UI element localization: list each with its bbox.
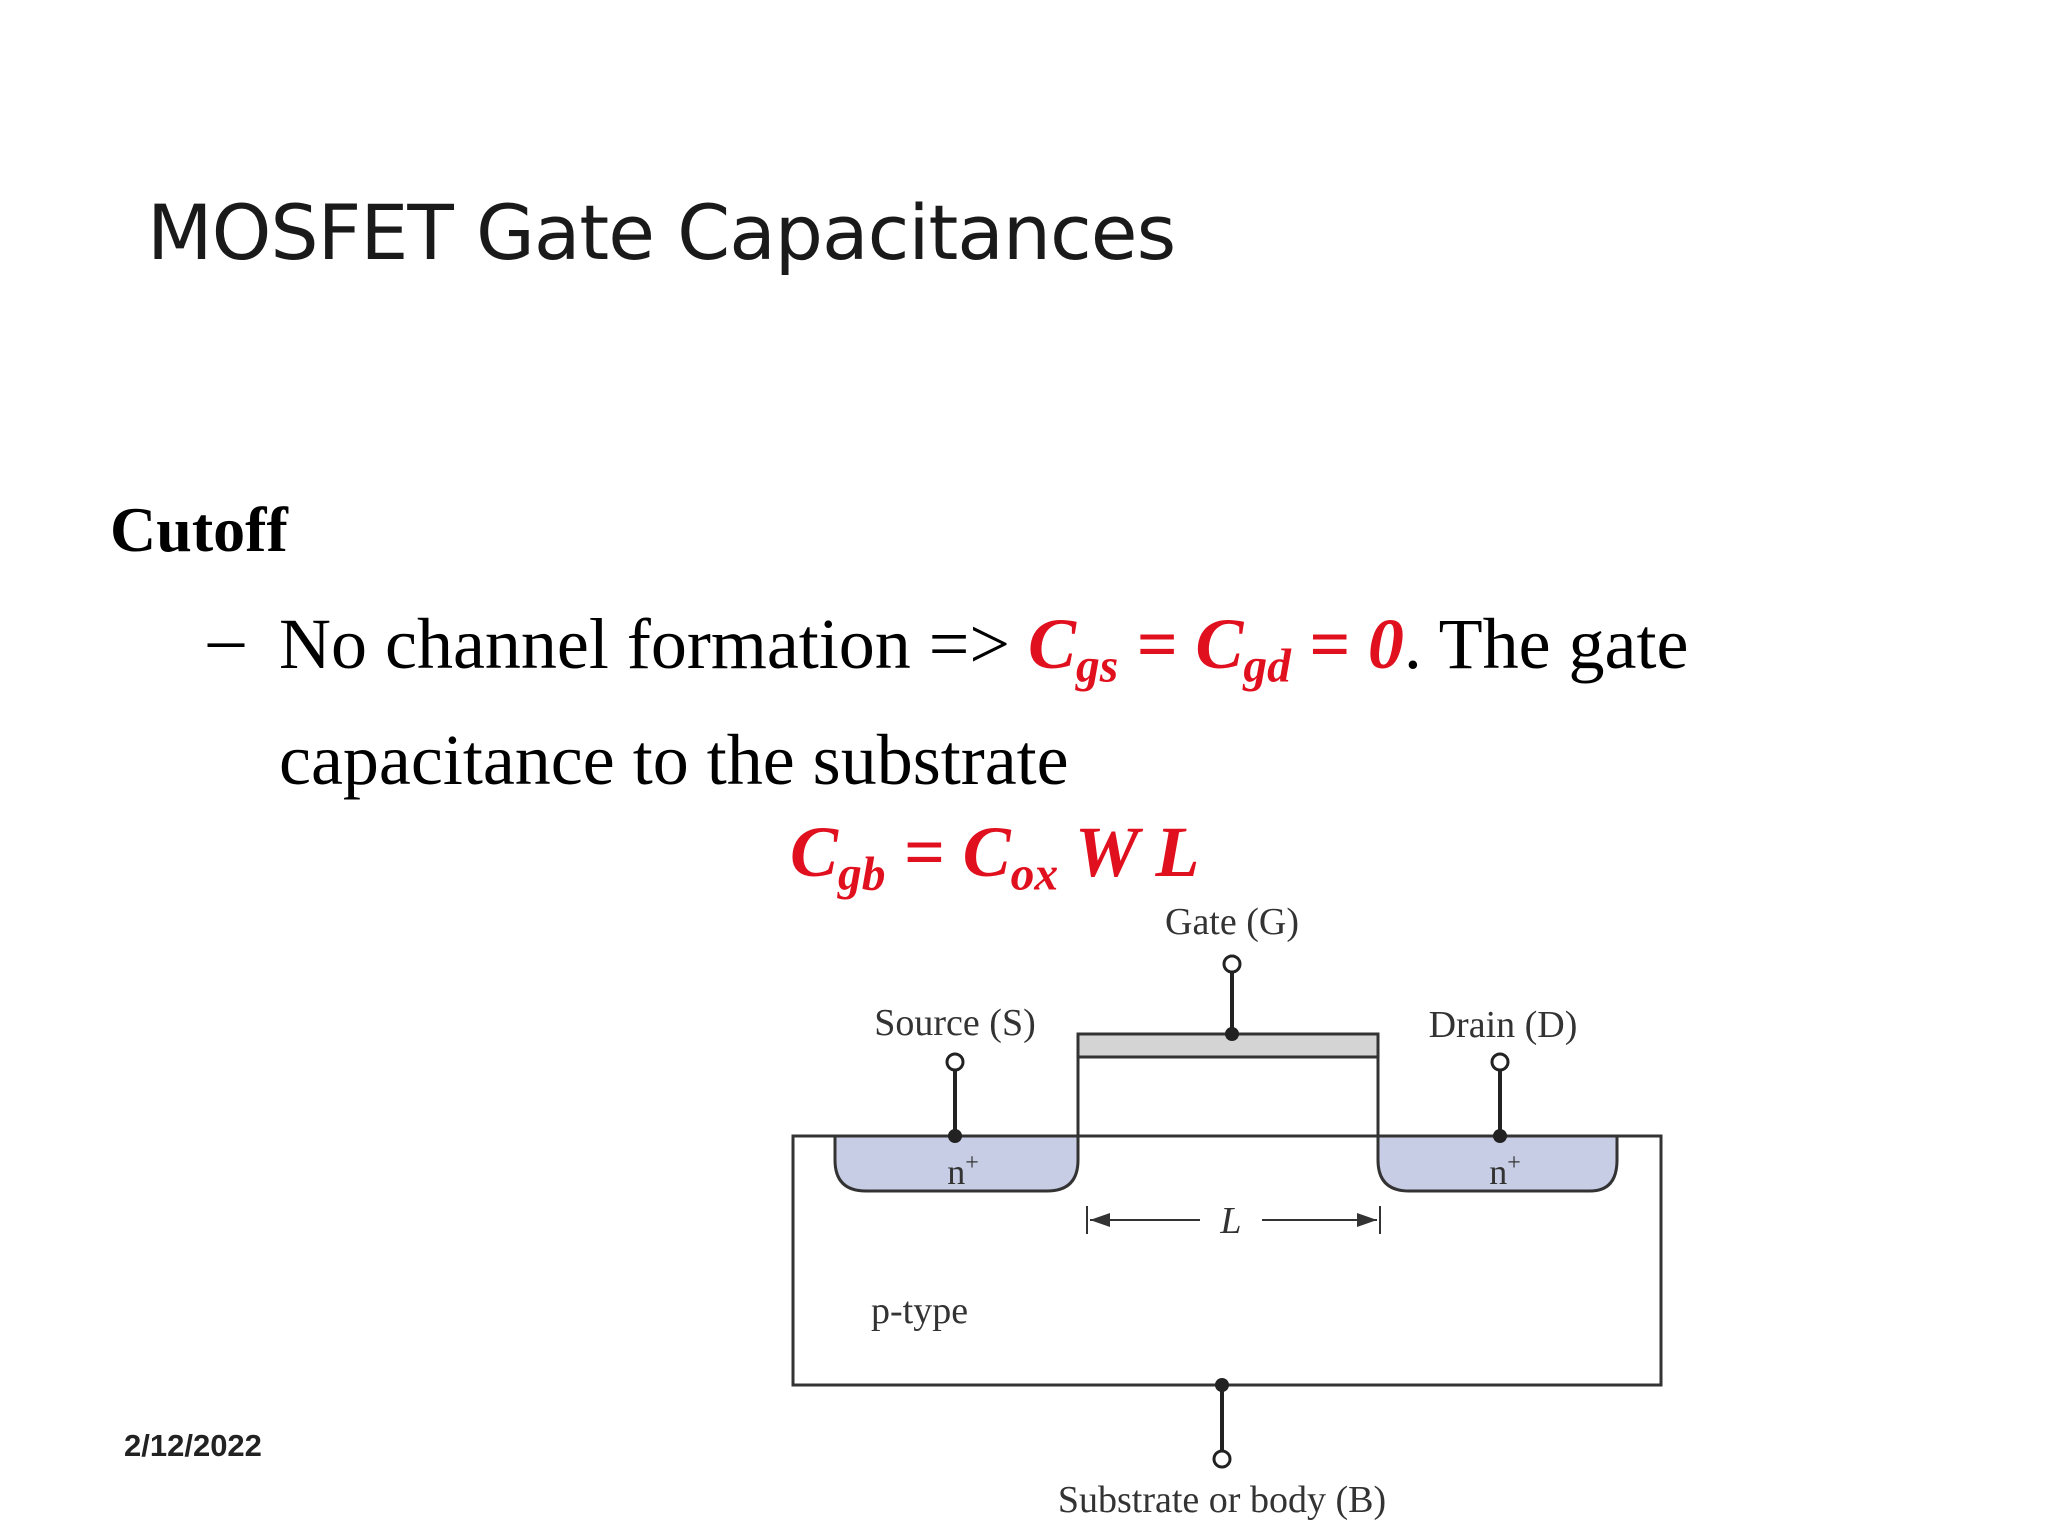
- cgd-symbol: Cgd: [1195, 604, 1291, 693]
- equals-sign-1: =: [1118, 604, 1196, 684]
- length-arrow-right: [1357, 1213, 1377, 1227]
- bullet-text: No channel formation => Cgs = Cgd = 0. T…: [279, 597, 1839, 807]
- source-label: Source (S): [874, 1002, 1035, 1044]
- cgs-symbol: Cgs: [1028, 604, 1119, 693]
- channel-length-label: L: [1219, 1200, 1241, 1242]
- gate-label: Gate (G): [1165, 901, 1299, 943]
- section-heading: Cutoff: [110, 494, 288, 565]
- body-terminal: [1212, 1449, 1232, 1469]
- source-n-well: [833, 1134, 1080, 1193]
- length-arrow-left: [1090, 1213, 1110, 1227]
- body-label: Substrate or body (B): [1058, 1479, 1386, 1521]
- slide-date: 2/12/2022: [124, 1428, 262, 1463]
- drain-n-well: [1376, 1134, 1619, 1193]
- drain-terminal: [1490, 1052, 1510, 1072]
- gate-terminal: [1222, 954, 1242, 974]
- gate-oxide: [1076, 1055, 1380, 1138]
- equals-zero: = 0: [1290, 604, 1404, 684]
- source-doping-label: n+: [947, 1150, 979, 1192]
- source-terminal: [945, 1052, 965, 1072]
- slide-title: MOSFET Gate Capacitances: [147, 188, 1176, 277]
- bullet-dash: –: [208, 598, 244, 678]
- substrate-type-label: p-type: [871, 1290, 968, 1332]
- bullet-text-intro: No channel formation =>: [279, 604, 1029, 684]
- cgb-formula: Cgb = Cox W L: [790, 812, 1200, 901]
- bullet-text-rest: . The gate capacitance to the substrate: [279, 604, 1689, 801]
- drain-label: Drain (D): [1429, 1004, 1578, 1046]
- drain-doping-label: n+: [1489, 1150, 1521, 1192]
